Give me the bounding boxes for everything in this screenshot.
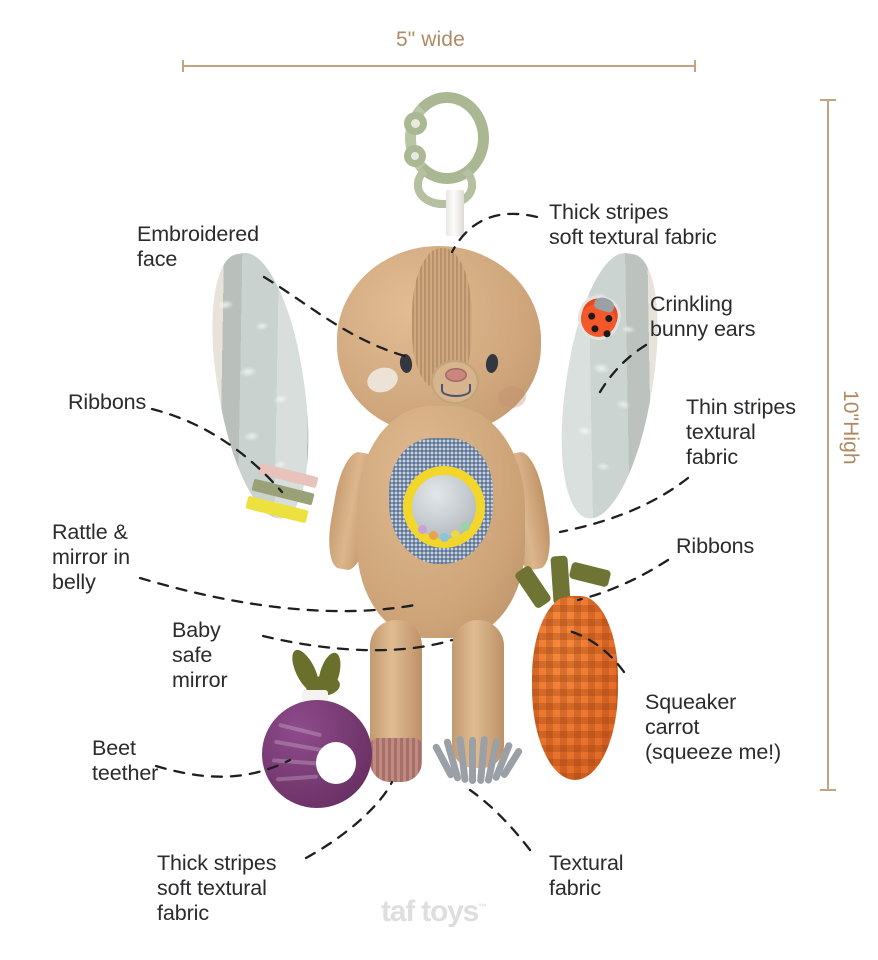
height-dimension-label: 10"High <box>839 390 862 465</box>
embroidered-muzzle <box>431 360 479 404</box>
ladybug-spot <box>590 324 600 334</box>
annotation-ribbons-left: Ribbons <box>68 390 147 414</box>
taf-toys-logo: taf toys™ <box>381 895 501 929</box>
corduroy-foot <box>370 738 422 782</box>
logo-wordmark: taf toys <box>381 895 479 928</box>
annotation-thick-stripes-top: Thick stripes soft textural fabric <box>549 200 717 249</box>
annotation-squeaker-carrot: Squeaker carrot (squeeze me!) <box>645 690 782 764</box>
rattle-bead <box>461 522 470 531</box>
clip-ring-nub-bottom <box>404 145 426 167</box>
ladybug-spot <box>604 314 614 323</box>
ladybug-spot <box>587 311 597 321</box>
baby-safe-mirror-element <box>403 466 485 548</box>
annotation-embroidered-face: Embroidered face <box>137 222 259 271</box>
hanging-strap <box>446 190 464 236</box>
bunny-ear-right <box>545 246 673 526</box>
width-dimension-label: 5" wide <box>396 28 465 51</box>
rattle-bead <box>429 531 438 540</box>
beet-teether-hole <box>316 742 356 784</box>
squeaker-carrot-element <box>532 596 618 780</box>
carrot-leaf <box>513 564 553 610</box>
logo-trademark: ™ <box>478 902 487 912</box>
annotation-thin-stripes-fabric: Thin stripes textural fabric <box>686 395 796 469</box>
ear-pattern-right <box>545 246 673 526</box>
annotation-textural-fabric: Textural fabric <box>549 851 624 900</box>
mouth-stitch <box>441 384 471 397</box>
annotation-beet-teether: Beet teether <box>92 736 159 785</box>
annotation-baby-safe-mirror: Baby safe mirror <box>172 618 228 692</box>
clip-ring-lower <box>414 160 476 208</box>
rattle-bead <box>440 533 449 542</box>
carrot-leaf <box>568 561 612 588</box>
rattle-bead <box>418 525 427 534</box>
annotation-crinkling-bunny-ears: Crinkling bunny ears <box>650 292 756 341</box>
annotation-thick-stripes-bottom: Thick stripes soft textural fabric <box>157 851 277 925</box>
nose <box>445 368 467 382</box>
annotation-ribbons-right: Ribbons <box>676 534 755 558</box>
clip-ring-nub-top <box>404 112 427 135</box>
cheek-patch-right <box>498 386 526 408</box>
rattle-bead <box>451 530 460 539</box>
textural-shag-foot <box>431 735 524 788</box>
annotation-rattle-mirror-belly: Rattle & mirror in belly <box>52 520 130 594</box>
